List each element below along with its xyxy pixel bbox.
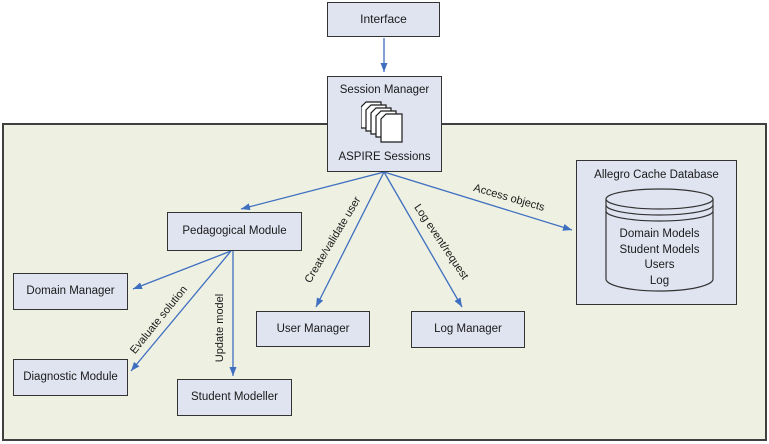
database-title: Allegro Cache Database: [594, 169, 719, 181]
database-content-item: Users: [644, 259, 675, 271]
node-session-manager-label: Session Manager: [339, 84, 430, 96]
node-pedagogical-module: Pedagogical Module: [167, 212, 302, 251]
node-interface-label: Interface: [360, 12, 407, 26]
node-log-manager: Log Manager: [411, 311, 525, 348]
node-student-modeller-label: Student Modeller: [191, 391, 278, 403]
database-content-item: Log: [649, 274, 670, 287]
node-allegro-cache-database: Allegro Cache Database Domain Models Stu…: [576, 160, 737, 305]
edge-label-update-model: Update model: [214, 293, 226, 363]
node-domain-manager-label: Domain Manager: [26, 285, 115, 297]
sessions-stack-icon: [360, 101, 403, 143]
database-cylinder-icon: [605, 188, 714, 292]
node-interface: Interface: [327, 2, 440, 37]
node-session-manager-sublabel: ASPIRE Sessions: [338, 151, 431, 163]
node-domain-manager: Domain Manager: [13, 273, 128, 310]
database-content-item: Student Models: [619, 243, 700, 256]
node-log-manager-label: Log Manager: [434, 323, 502, 335]
node-student-modeller: Student Modeller: [177, 379, 292, 416]
node-user-manager-label: User Manager: [276, 322, 350, 335]
node-session-manager: Session Manager ASPIRE Sessions: [327, 76, 442, 172]
node-diagnostic-module-label: Diagnostic Module: [23, 371, 118, 383]
database-contents: Domain Models Student Models Users Log: [606, 227, 713, 289]
database-content-item: Domain Models: [619, 228, 700, 240]
node-diagnostic-module: Diagnostic Module: [13, 359, 128, 396]
node-user-manager: User Manager: [256, 311, 370, 347]
node-pedagogical-module-label: Pedagogical Module: [182, 225, 287, 237]
